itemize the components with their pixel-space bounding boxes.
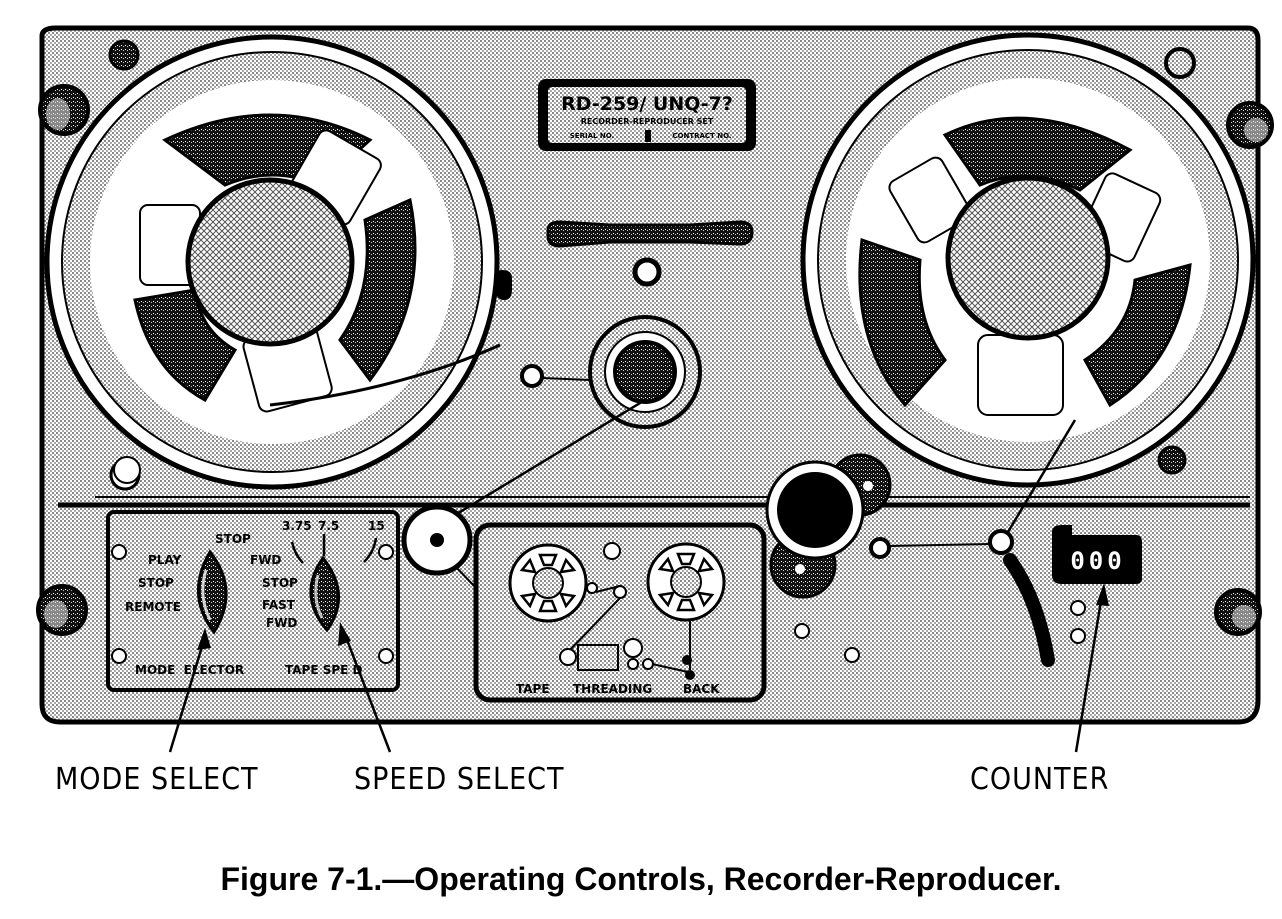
nameplate-line2: RECORDER-REPRODUCER SET [581, 117, 714, 126]
callout-arrows [168, 583, 1109, 753]
speed-position-fast: FAST [262, 598, 296, 612]
speed-select-knob[interactable] [309, 555, 340, 633]
speed-3-75: 3.75 [282, 519, 312, 533]
nameplate: RD-259/ UNQ-7? RECORDER-REPRODUCER SET S… [538, 79, 756, 151]
carry-handle[interactable] [546, 220, 754, 287]
speed-position-fwd: FWD [250, 553, 281, 567]
mode-select-arrow [168, 628, 211, 753]
mini-reel-left [508, 543, 588, 623]
tape-speed-label: TAPE SPE D [285, 663, 363, 677]
tension-arm [794, 419, 1086, 667]
threading-diagram: TAPE THREADING BACK [473, 522, 767, 703]
callout-counter: COUNTER [970, 762, 1109, 797]
control-panel: STOP PLAY STOP REMOTE 3.75 7.5 15 FWD ST… [106, 510, 400, 692]
tape-counter: 000 [1052, 525, 1142, 584]
callout-speed-select: SPEED SELECT [354, 762, 564, 797]
speed-7-5: 7.5 [318, 519, 339, 533]
side-knob-top-left [38, 84, 90, 136]
screw-icon [1164, 47, 1196, 79]
threading-label-back: BACK [683, 682, 720, 696]
speed-position-stop: STOP [262, 576, 298, 590]
speed-15: 15 [368, 519, 385, 533]
side-knob-top-right [1226, 101, 1274, 149]
threading-label-tape: TAPE [516, 682, 550, 696]
mode-selector-label: MODE ELECTOR [135, 663, 244, 677]
counter-value: 000 [1070, 547, 1125, 575]
left-reel [44, 34, 500, 490]
callout-mode-select: MODE SELECT [55, 762, 259, 797]
screw-icon [108, 39, 140, 71]
mode-position-stop: STOP [138, 576, 174, 590]
nameplate-serial: SERIAL NO. [570, 132, 614, 140]
side-knob-bottom-right [1214, 588, 1262, 636]
speed-position-fwd-2: FWD [266, 616, 297, 630]
mode-position-remote: REMOTE [125, 600, 181, 614]
screw-icon [1157, 445, 1187, 475]
mode-select-knob[interactable] [197, 549, 228, 635]
pinch-roller-cluster [765, 453, 991, 599]
mode-position-stop-top: STOP [215, 532, 251, 546]
mode-position-play: PLAY [148, 553, 182, 567]
right-reel [800, 32, 1256, 488]
counter-arrow [1074, 583, 1109, 753]
side-knob-bottom-left [36, 584, 88, 636]
nameplate-contract: CONTRACT NO. [672, 132, 731, 140]
threading-label-threading: THREADING [573, 682, 652, 696]
nameplate-model: RD-259/ UNQ-7? [561, 93, 733, 115]
mini-reel-right [646, 542, 726, 622]
speed-select-arrow [338, 622, 392, 753]
tension-pad [113, 456, 141, 484]
figure-caption: Figure 7-1.—Operating Controls, Recorder… [220, 861, 1061, 897]
idler-roller [401, 504, 479, 591]
capstan-assembly [269, 270, 702, 517]
